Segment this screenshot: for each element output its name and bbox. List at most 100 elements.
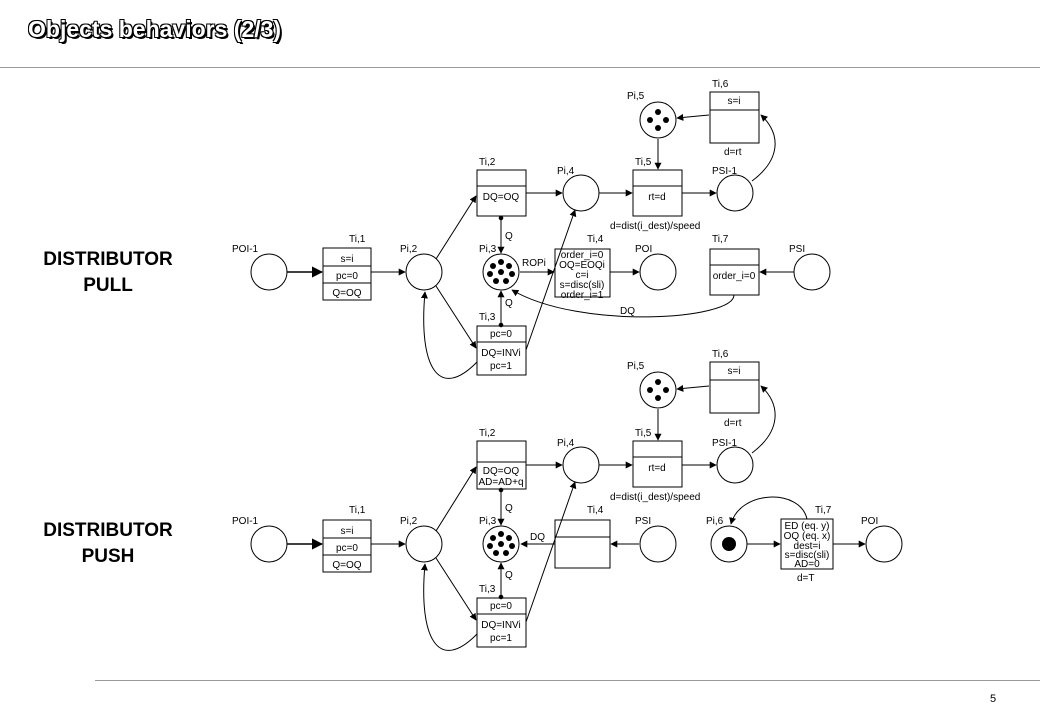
push-ti5-line1: rt=d: [648, 463, 666, 474]
pull-place-psi: [793, 253, 831, 291]
push-delay-ti7: d=T: [797, 573, 815, 584]
push-arc-q-up: Q: [505, 503, 513, 514]
slide-title: Objects behaviors (2/3): [28, 16, 282, 42]
push-transition-ti5: [632, 440, 683, 488]
push-ti1-line1: s=i: [340, 526, 353, 537]
pull-place-pi4: [562, 174, 600, 212]
push-delay-ti5: d=dist(i_dest)/speed: [610, 492, 700, 503]
push-transition-ti1: [322, 519, 372, 573]
pull-name-ti5: Ti,5: [635, 157, 652, 168]
pull-ti3-line1: pc=0: [490, 329, 512, 340]
pull-name-pi3: Pi,3: [479, 244, 497, 255]
pull-name-poi: POI: [635, 244, 652, 255]
push-ti1-line3: Q=OQ: [332, 560, 361, 571]
push-name-ti6: Ti,6: [712, 349, 729, 360]
pull-ti3-line3: pc=1: [490, 361, 512, 372]
push-label-line1: DISTRIBUTOR: [43, 520, 173, 541]
push-ti7-line5: AD=0: [794, 559, 820, 570]
pull-transition-ti7: [709, 248, 760, 296]
pull-name-poi1: POI-1: [232, 244, 259, 255]
pull-ti6-line1: s=i: [727, 96, 740, 107]
pull-net: [250, 91, 831, 379]
pull-ti7-line1: order_i=0: [713, 271, 756, 282]
push-name-ti1: Ti,1: [349, 505, 366, 516]
pull-ti4-line2: OQ=EOQi: [559, 260, 605, 271]
push-place-pi5: [639, 371, 677, 409]
pull-name-ti2: Ti,2: [479, 157, 496, 168]
footer-divider: [95, 680, 1040, 681]
push-arc-q-down: Q: [505, 570, 513, 581]
push-place-psi1: [716, 446, 754, 484]
push-name-pi3: Pi,3: [479, 516, 497, 527]
pull-name-ti1: Ti,1: [349, 234, 366, 245]
pull-delay-ti6: d=rt: [724, 147, 742, 158]
distributor-push-label: DISTRIBUTOR PUSH: [23, 518, 193, 570]
push-ti7-line2: OQ (eq. x): [784, 531, 831, 542]
push-place-pi2: [405, 525, 443, 563]
pull-ti5-line1: rt=d: [648, 192, 666, 203]
pull-name-ti3: Ti,3: [479, 312, 496, 323]
push-place-psi: [639, 525, 677, 563]
pull-ti4-line5: order_i=1: [561, 290, 604, 301]
pull-ti4-line4: s=disc(sli): [560, 280, 605, 291]
push-ti3-line2: DQ=INVi: [481, 620, 521, 631]
push-name-pi6: Pi,6: [706, 516, 724, 527]
pull-name-ti7: Ti,7: [712, 234, 729, 245]
push-place-poi1: [250, 525, 288, 563]
pull-tokens: [487, 109, 669, 284]
push-label-line2: PUSH: [81, 546, 135, 567]
push-ti7-line4: s=disc(sli): [785, 550, 830, 561]
pull-place-pi2: [405, 253, 443, 291]
pull-delay-ti5: d=dist(i_dest)/speed: [610, 221, 700, 232]
distributor-pull-label: DISTRIBUTOR PULL: [23, 247, 193, 299]
push-name-pi2: Pi,2: [400, 516, 418, 527]
pull-transition-ti1: [322, 247, 372, 301]
push-name-ti2: Ti,2: [479, 428, 496, 439]
pull-ti1-line3: Q=OQ: [332, 288, 361, 299]
push-name-pi5: Pi,5: [627, 361, 645, 372]
push-name-ti7: Ti,7: [815, 505, 832, 516]
push-name-psi1: PSI-1: [712, 438, 737, 449]
push-transition-ti6: [709, 361, 760, 414]
push-ti3-line1: pc=0: [490, 601, 512, 612]
pull-label-line1: DISTRIBUTOR: [43, 249, 173, 270]
pull-name-ti4: Ti,4: [587, 234, 604, 245]
pull-ti4-line1: order_i=0: [561, 250, 604, 261]
push-ti2-line1: DQ=OQ: [483, 466, 520, 477]
push-transition-ti2: [476, 440, 527, 490]
pull-ti1-line1: s=i: [340, 254, 353, 265]
pull-place-psi1: [716, 174, 754, 212]
push-name-ti4: Ti,4: [587, 505, 604, 516]
pull-name-pi5: Pi,5: [627, 91, 645, 102]
pull-label-line2: PULL: [83, 275, 133, 296]
pull-transition-ti6: [709, 91, 760, 144]
pull-transition-ti3: [476, 325, 527, 376]
title-divider: [0, 67, 1040, 68]
push-ti1-line2: pc=0: [336, 543, 358, 554]
push-name-poi: POI: [861, 516, 878, 527]
pull-name-psi1: PSI-1: [712, 166, 737, 177]
push-name-ti5: Ti,5: [635, 428, 652, 439]
push-arc-dq: DQ: [530, 532, 545, 543]
push-net: [250, 361, 903, 651]
push-transition-ti4: [554, 519, 611, 569]
pull-ti4-line3: c=i: [575, 270, 588, 281]
pull-ti1-line2: pc=0: [336, 271, 358, 282]
push-name-poi1: POI-1: [232, 516, 259, 527]
pull-text: POI-1 Pi,2 Pi,3 Pi,4 Pi,5 PSI-1 POI PSI …: [232, 79, 805, 372]
pull-name-pi2: Pi,2: [400, 244, 418, 255]
push-name-psi: PSI: [635, 516, 651, 527]
pull-place-poi: [639, 253, 677, 291]
pull-ti2-line1: DQ=OQ: [483, 192, 520, 203]
push-ti2-line2: AD=AD+q: [478, 477, 523, 488]
pull-name-ti6: Ti,6: [712, 79, 729, 90]
page-number: 5: [990, 693, 997, 705]
pull-transition-ti4: [554, 248, 611, 298]
push-place-pi4: [562, 446, 600, 484]
push-text: POI-1 Pi,2 Pi,3 Pi,4 Pi,5 PSI-1 PSI Pi,6…: [232, 349, 878, 644]
push-ti3-line3: pc=1: [490, 633, 512, 644]
push-transition-ti3: [476, 597, 527, 648]
pull-place-pi5: [639, 101, 677, 139]
pull-name-pi4: Pi,4: [557, 166, 575, 177]
